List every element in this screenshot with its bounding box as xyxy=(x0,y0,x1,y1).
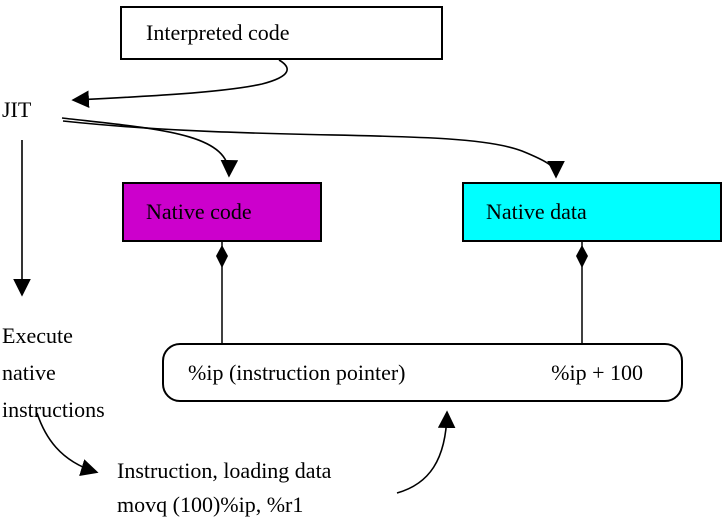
jit-label: JIT xyxy=(2,97,32,122)
native-code-box: Native code xyxy=(122,182,322,242)
instruction-loading-label: Instruction, loading data movq (100)%ip,… xyxy=(117,454,331,522)
instruction-line-1: Instruction, loading data xyxy=(117,458,332,483)
ip-plus-100-label: %ip + 100 xyxy=(551,359,643,385)
execute-line-2: native xyxy=(2,360,56,385)
diamond-native-code xyxy=(216,245,228,268)
arrow-instruction-to-pointer xyxy=(396,410,456,494)
interpreted-code-label: Interpreted code xyxy=(146,20,290,45)
instruction-pointer-box: %ip (instruction pointer) %ip + 100 xyxy=(162,343,683,402)
ip-label: %ip (instruction pointer) xyxy=(188,359,406,385)
native-data-box: Native data xyxy=(462,182,722,242)
execute-line-1: Execute xyxy=(2,323,73,348)
native-data-label: Native data xyxy=(486,199,587,224)
arrow-jit-to-native-code xyxy=(61,117,239,178)
execute-native-label: Execute native instructions xyxy=(2,317,105,428)
arrow-interpreted-to-jit xyxy=(71,59,288,109)
arrow-jit-to-native-data xyxy=(62,120,565,179)
interpreted-code-box: Interpreted code xyxy=(120,6,443,60)
native-code-label: Native code xyxy=(146,199,252,224)
instruction-line-2: movq (100)%ip, %r1 xyxy=(117,492,304,517)
execute-line-3: instructions xyxy=(2,397,105,422)
diamond-native-data xyxy=(576,245,588,268)
